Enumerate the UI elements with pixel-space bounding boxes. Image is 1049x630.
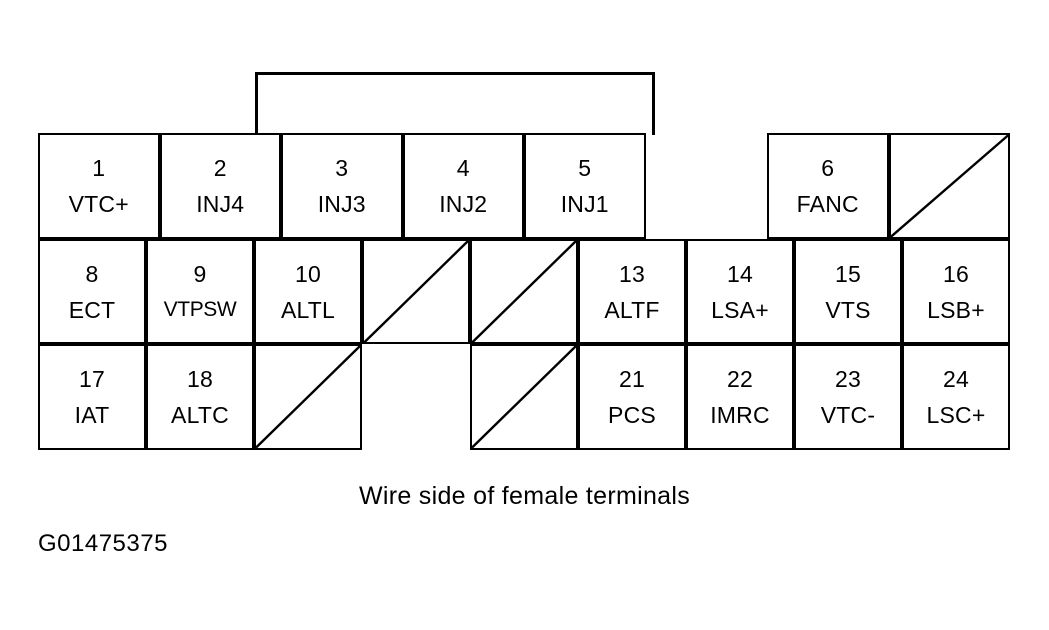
pin-label: LSB+ bbox=[927, 296, 985, 323]
pin-number: 9 bbox=[193, 260, 207, 287]
diagram-caption: Wire side of female terminals bbox=[358, 482, 691, 510]
pin-number: 10 bbox=[295, 260, 321, 287]
empty-slot bbox=[646, 133, 768, 239]
pin-number: 17 bbox=[79, 366, 105, 393]
pin-number: 24 bbox=[943, 366, 969, 393]
pin-label: LSA+ bbox=[711, 296, 769, 323]
pin-label: INJ3 bbox=[317, 191, 366, 217]
pin-number: 21 bbox=[619, 366, 645, 393]
blank-cell bbox=[888, 133, 1010, 239]
pin-label: VTPSW bbox=[163, 297, 237, 321]
pin-label: ALTF bbox=[604, 296, 660, 323]
blank-cell-diagonal-icon bbox=[256, 346, 360, 448]
blank-cell bbox=[470, 344, 578, 450]
pin-label: PCS bbox=[608, 402, 656, 429]
pin-label: INJ4 bbox=[196, 191, 245, 217]
blank-cell-diagonal-icon bbox=[364, 241, 468, 343]
pin-number: 23 bbox=[835, 366, 861, 393]
pin-label: INJ1 bbox=[560, 191, 609, 217]
blank-cell-diagonal-icon bbox=[472, 346, 576, 448]
pin-number: 4 bbox=[456, 155, 470, 181]
pin-number: 5 bbox=[578, 155, 592, 181]
pin-number: 8 bbox=[85, 260, 99, 287]
pin-number: 1 bbox=[92, 155, 106, 181]
pin-number: 13 bbox=[619, 260, 645, 287]
blank-cell bbox=[470, 238, 578, 345]
blank-cell bbox=[362, 238, 470, 345]
pin-label: INJ2 bbox=[439, 191, 488, 217]
figure-id-label: G01475375 bbox=[38, 530, 168, 557]
pin-number: 2 bbox=[213, 155, 227, 181]
pin-label: ALTL bbox=[280, 296, 336, 323]
pin-label: ALTC bbox=[171, 402, 229, 429]
pin-number: 15 bbox=[835, 260, 861, 287]
pin-label: ECT bbox=[68, 296, 116, 323]
pin-number: 6 bbox=[821, 155, 835, 181]
pin-label: IAT bbox=[74, 402, 110, 429]
blank-cell bbox=[254, 344, 362, 450]
pin-number: 14 bbox=[727, 260, 753, 287]
pin-label: VTC+ bbox=[68, 191, 129, 217]
pin-label: IMRC bbox=[710, 402, 770, 429]
pin-label: FANC bbox=[796, 191, 859, 217]
empty-slot bbox=[362, 344, 470, 450]
pin-label: LSC+ bbox=[926, 402, 986, 429]
pin-number: 18 bbox=[187, 366, 213, 393]
blank-cell-diagonal-icon bbox=[472, 241, 576, 343]
blank-cell-diagonal-icon bbox=[891, 135, 1009, 237]
pin-number: 3 bbox=[335, 155, 349, 181]
pin-number: 16 bbox=[943, 260, 969, 287]
pin-label: VTC- bbox=[820, 402, 876, 429]
pin-label: VTS bbox=[825, 296, 871, 323]
pin-number: 22 bbox=[727, 366, 753, 393]
connector-locking-tab bbox=[255, 72, 655, 135]
